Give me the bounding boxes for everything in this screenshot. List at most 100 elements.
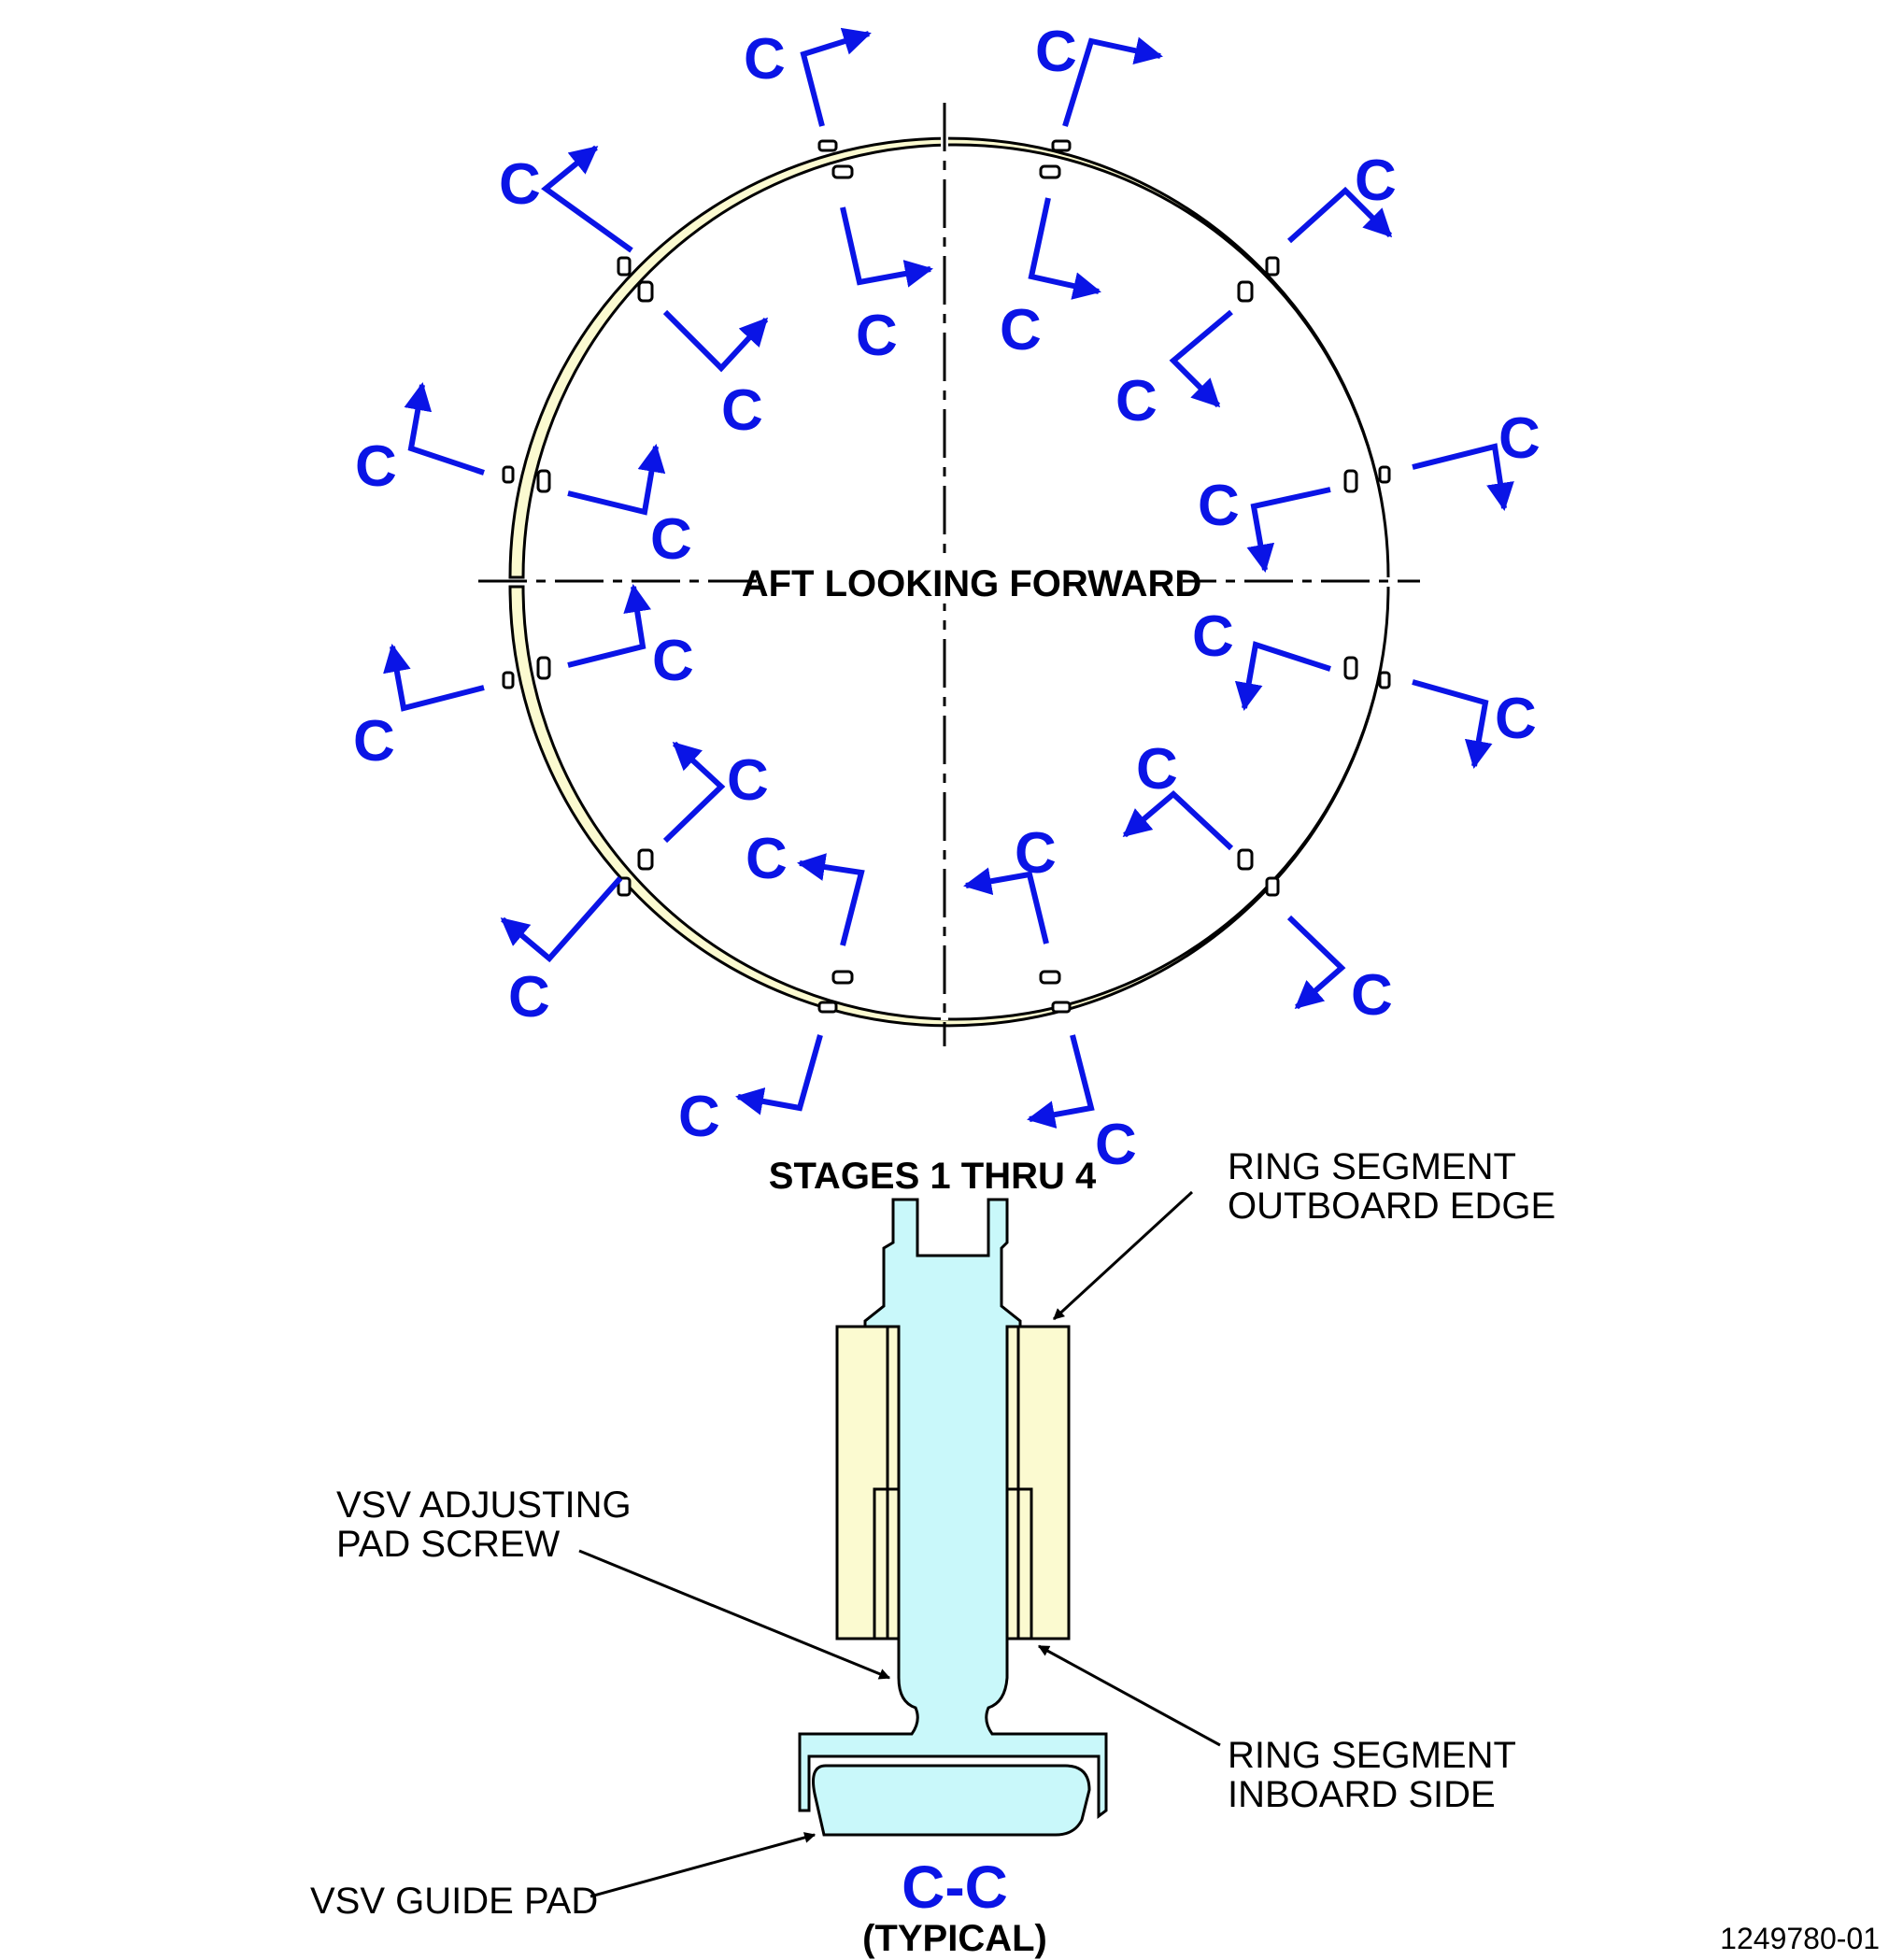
- leader-inboard-side: [1037, 1644, 1221, 1747]
- section-letter: C: [1095, 1113, 1137, 1177]
- section-letter: C: [1000, 298, 1042, 362]
- view-caption: AFT LOOKING FORWARD: [742, 563, 1202, 604]
- callout-adjusting-screw-line2: PAD SCREW: [336, 1524, 561, 1565]
- section-arrow: [1412, 443, 1514, 511]
- callout-outboard-edge-line2: OUTBOARD EDGE: [1228, 1186, 1555, 1227]
- pad-screw: [617, 256, 632, 277]
- pad-screw: [831, 970, 854, 985]
- callout-inboard-side-line2: INBOARD SIDE: [1228, 1774, 1496, 1815]
- pad-screw: [1051, 1001, 1072, 1014]
- section-letter: C: [678, 1085, 720, 1149]
- pad-screw: [817, 139, 838, 152]
- section-arrow: [404, 382, 485, 476]
- leader-guide-pad: [589, 1832, 817, 1898]
- section-arrow: [1286, 915, 1346, 1010]
- section-arrow: [963, 867, 1049, 944]
- section-arrow: [1246, 487, 1331, 573]
- pad-screw: [502, 671, 515, 689]
- section-letter: C: [508, 965, 550, 1030]
- section-letter: C: [1351, 963, 1393, 1028]
- ring-segment-right: [1005, 1325, 1071, 1640]
- pad-screw: [637, 280, 654, 303]
- pad-screw: [1378, 465, 1391, 484]
- section-arrow: [735, 1034, 823, 1115]
- pad-screw: [831, 164, 854, 179]
- section-arrow: [383, 644, 485, 712]
- pad-screw: [1237, 848, 1254, 871]
- section-letter: C: [1495, 687, 1537, 751]
- pad-screw: [536, 469, 551, 493]
- pad-screw: [502, 465, 515, 484]
- section-arrow: [1028, 197, 1101, 300]
- section-arrow: [840, 206, 933, 288]
- section-arrow: [1122, 789, 1234, 851]
- section-letter: C: [721, 378, 763, 443]
- section-arrow: [500, 876, 623, 963]
- section-arrow: [1234, 641, 1331, 711]
- section-letter: C: [727, 748, 769, 813]
- callout-adjusting-screw-line1: VSV ADJUSTING: [336, 1484, 632, 1526]
- ring-segment-left: [835, 1325, 901, 1640]
- section-letter: C: [1136, 737, 1178, 802]
- section-title: C-C: [902, 1853, 1008, 1921]
- section-arrow: [797, 853, 865, 946]
- pad-screw: [637, 848, 654, 871]
- section-arrow: [1027, 1034, 1095, 1129]
- ring-segment-step: [1007, 1487, 1033, 1639]
- section-arrow: [662, 309, 769, 373]
- pad-screw: [1051, 139, 1072, 152]
- callout-inboard-side-line1: RING SEGMENT: [1228, 1735, 1516, 1776]
- section-cc-detail: [798, 1198, 1108, 1837]
- section-subtitle: (TYPICAL): [862, 1918, 1047, 1959]
- pad-screw: [1378, 671, 1391, 689]
- ring-segment-step: [873, 1487, 899, 1639]
- vsv-guide-pad: [812, 1764, 1091, 1837]
- pad-screw: [1265, 256, 1280, 277]
- section-letter: C: [650, 507, 692, 572]
- section-letters: C C C C C C C C C C C C C C C C C C C C …: [353, 20, 1541, 1177]
- section-letter: C: [499, 152, 541, 217]
- section-letter: C: [746, 827, 788, 891]
- section-arrow: [567, 444, 666, 516]
- section-letter: C: [744, 27, 786, 92]
- pad-screw: [617, 876, 632, 897]
- section-letter: C: [1035, 20, 1077, 84]
- section-arrow: [1169, 309, 1233, 408]
- pad-screw: [1343, 656, 1358, 680]
- section-letter: C: [856, 304, 898, 368]
- callout-guide-pad: VSV GUIDE PAD: [310, 1881, 598, 1922]
- ring-segment-upper: [508, 136, 1390, 579]
- section-arrow: [1286, 186, 1393, 244]
- section-arrow: [541, 145, 633, 253]
- figure-number: 1249780-01: [1720, 1922, 1880, 1955]
- pad-screw: [1237, 280, 1254, 303]
- section-letter: C: [355, 434, 397, 499]
- pad-screws: [502, 139, 1391, 1014]
- section-arrow: [1412, 679, 1493, 769]
- section-letter: C: [1192, 604, 1234, 669]
- section-letter: C: [1115, 369, 1158, 433]
- callout-outboard-edge-line1: RING SEGMENT: [1228, 1146, 1516, 1187]
- section-arrow: [662, 741, 726, 844]
- section-cut-markers: [383, 27, 1514, 1129]
- section-letter: C: [1355, 149, 1397, 213]
- pad-screw: [1039, 164, 1061, 179]
- section-letter: C: [353, 709, 395, 774]
- stage-label: STAGES 1 THRU 4: [769, 1156, 1097, 1197]
- section-arrow: [1062, 36, 1163, 127]
- section-letter: C: [1198, 474, 1240, 538]
- leader-outboard-edge: [1052, 1190, 1194, 1321]
- ring-segment-lower: [508, 585, 1390, 1028]
- section-arrow: [567, 584, 651, 668]
- leader-adjusting-screw: [578, 1549, 891, 1680]
- pad-screw: [536, 656, 551, 680]
- vsv-adjusting-pad-screw: [798, 1198, 1108, 1819]
- pad-screw: [817, 1001, 838, 1014]
- pad-screw: [1343, 469, 1358, 493]
- section-letter: C: [652, 629, 694, 693]
- pad-screw: [1265, 876, 1280, 897]
- section-arrow: [800, 27, 872, 127]
- section-letter: C: [1498, 406, 1541, 471]
- pad-screw: [1039, 970, 1061, 985]
